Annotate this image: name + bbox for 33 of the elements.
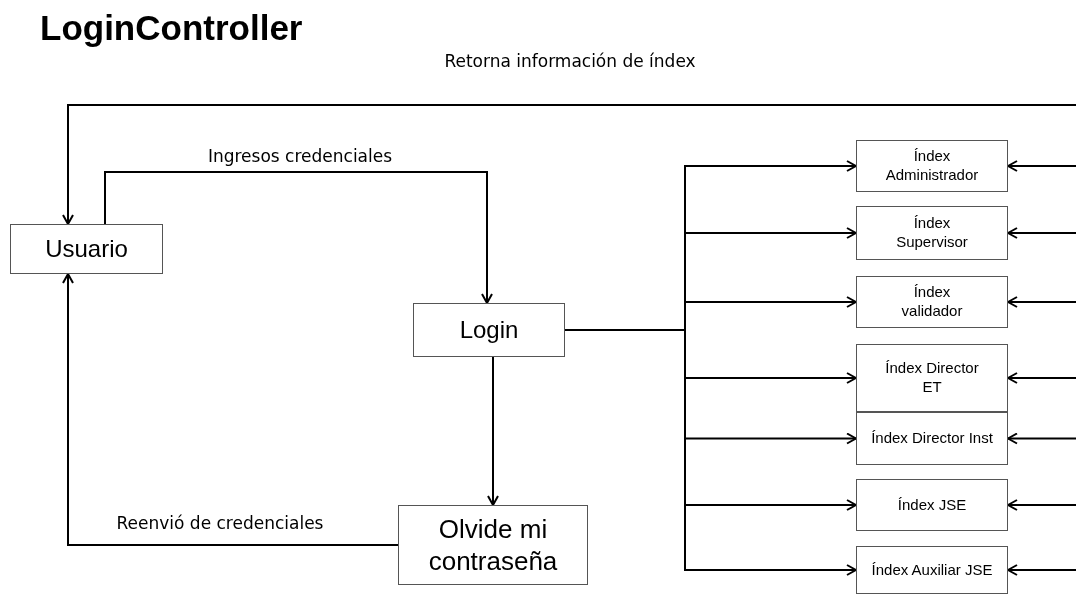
arrow [1007,296,1076,308]
arrow [1007,564,1076,576]
node-label: Índex Director Inst [871,429,993,448]
process-box [856,206,1008,260]
node-label: Login [459,315,519,345]
arrow [487,356,499,506]
process-box [856,412,1008,465]
node-label: Olvide mi contraseña [427,512,559,578]
process-box [856,344,1008,412]
node-label: Índex Auxiliar JSE [871,560,993,580]
arrow [104,171,493,304]
node-label: Índex Director ET [884,359,980,397]
process-box [413,303,565,357]
process-box [398,505,588,585]
process-box [856,276,1008,328]
arrow [62,273,399,546]
node-label: Índex validador [900,283,964,321]
arrow [1007,432,1076,445]
arrow [62,104,1076,225]
process-box [856,140,1008,192]
node-label: Índex Supervisor [895,214,969,252]
node-label: Usuario [45,234,128,264]
process-box [856,546,1008,594]
process-box [10,224,163,274]
process-box [856,479,1008,531]
node-label: Índex JSE [897,495,967,515]
edge-label: Ingresos credenciales [207,145,393,168]
arrow [1007,372,1076,384]
diagram-title: LoginController [40,8,303,48]
arrow [1007,227,1076,239]
arrow [1007,160,1076,172]
node-label: Índex Administrador [884,147,980,185]
arrow [1007,499,1076,511]
